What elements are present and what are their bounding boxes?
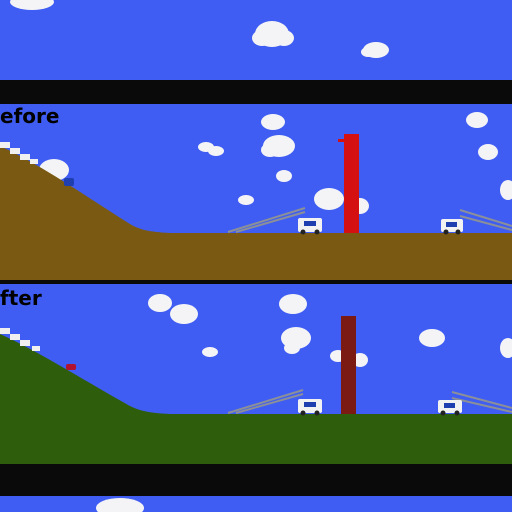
car-icon xyxy=(66,364,76,370)
ramp xyxy=(227,389,304,414)
car-icon xyxy=(64,178,74,186)
ground-hill xyxy=(0,146,512,280)
cloud-icon xyxy=(10,0,54,10)
ramp xyxy=(459,209,512,231)
van-icon xyxy=(441,219,463,235)
after-label: fter xyxy=(0,286,42,310)
brick-tower xyxy=(341,316,356,414)
cloud-icon xyxy=(261,114,285,130)
cloud-icon xyxy=(279,294,307,314)
cloud-icon xyxy=(419,329,445,347)
van-icon xyxy=(438,400,462,416)
brick-tower xyxy=(338,134,359,233)
top-sky-strip xyxy=(0,0,512,80)
cloud-icon xyxy=(148,294,198,324)
cloud-icon xyxy=(238,195,254,205)
cloud-icon xyxy=(500,338,512,358)
separator-bar xyxy=(0,280,512,284)
cloud-icon xyxy=(478,144,498,160)
ground-hill xyxy=(0,334,512,464)
cloud-icon xyxy=(252,21,294,47)
cloud-icon xyxy=(198,142,224,156)
cloud-icon xyxy=(96,498,144,512)
car-row xyxy=(0,328,76,370)
cloud-icon xyxy=(500,180,512,200)
separator-bar xyxy=(0,464,512,496)
cloud-icon xyxy=(466,112,488,128)
separator-bar xyxy=(0,80,512,104)
van-icon xyxy=(298,218,322,235)
cloud-icon xyxy=(261,135,295,157)
cloud-icon xyxy=(281,327,311,354)
ramp xyxy=(227,207,306,233)
van-icon xyxy=(298,399,322,416)
before-label: efore xyxy=(0,104,60,128)
before-panel: efore xyxy=(0,104,512,280)
bottom-sky-strip xyxy=(0,496,512,512)
car-row xyxy=(0,142,74,186)
cloud-icon xyxy=(361,42,389,58)
cloud-icon xyxy=(202,347,218,357)
after-panel: fter xyxy=(0,284,512,464)
ramp xyxy=(451,391,512,413)
cloud-icon xyxy=(276,170,292,182)
